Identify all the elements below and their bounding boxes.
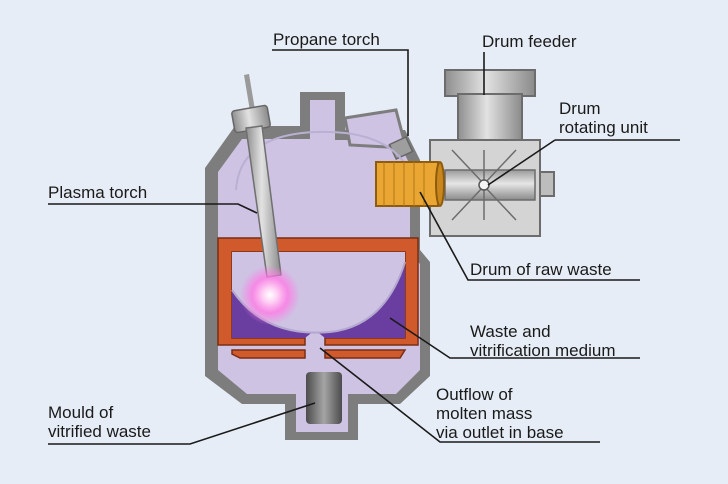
plasma-glow [240, 265, 300, 325]
label-outflow-of-molten-mass: Outflow of molten mass via outlet in bas… [436, 385, 564, 442]
leader-lines [48, 49, 680, 445]
label-outflow-line1: Outflow of [436, 385, 513, 404]
label-waste-and-vitrification-medium: Waste and vitrification medium [470, 322, 616, 360]
label-drum-feeder: Drum feeder [482, 32, 577, 51]
label-mould-line1: Mould of [48, 403, 114, 422]
label-mould-line2: vitrified waste [48, 422, 151, 441]
label-drum-rotating-unit-line2: rotating unit [559, 118, 648, 137]
label-drum-rotating-unit: Drum rotating unit [559, 99, 648, 137]
label-drum-rotating-unit-line1: Drum [559, 99, 601, 118]
label-waste-line2: vitrification medium [470, 341, 616, 360]
label-outflow-line3: via outlet in base [436, 423, 564, 442]
mould [306, 372, 342, 424]
label-outflow-line2: molten mass [436, 404, 533, 423]
drum [375, 161, 445, 207]
label-waste-line1: Waste and [470, 322, 551, 341]
label-plasma-torch: Plasma torch [48, 183, 148, 202]
molten-medium [232, 262, 405, 338]
label-mould-of-vitrified-waste: Mould of vitrified waste [48, 403, 151, 441]
label-drum-of-raw-waste: Drum of raw waste [470, 260, 612, 279]
label-propane-torch: Propane torch [273, 30, 380, 49]
